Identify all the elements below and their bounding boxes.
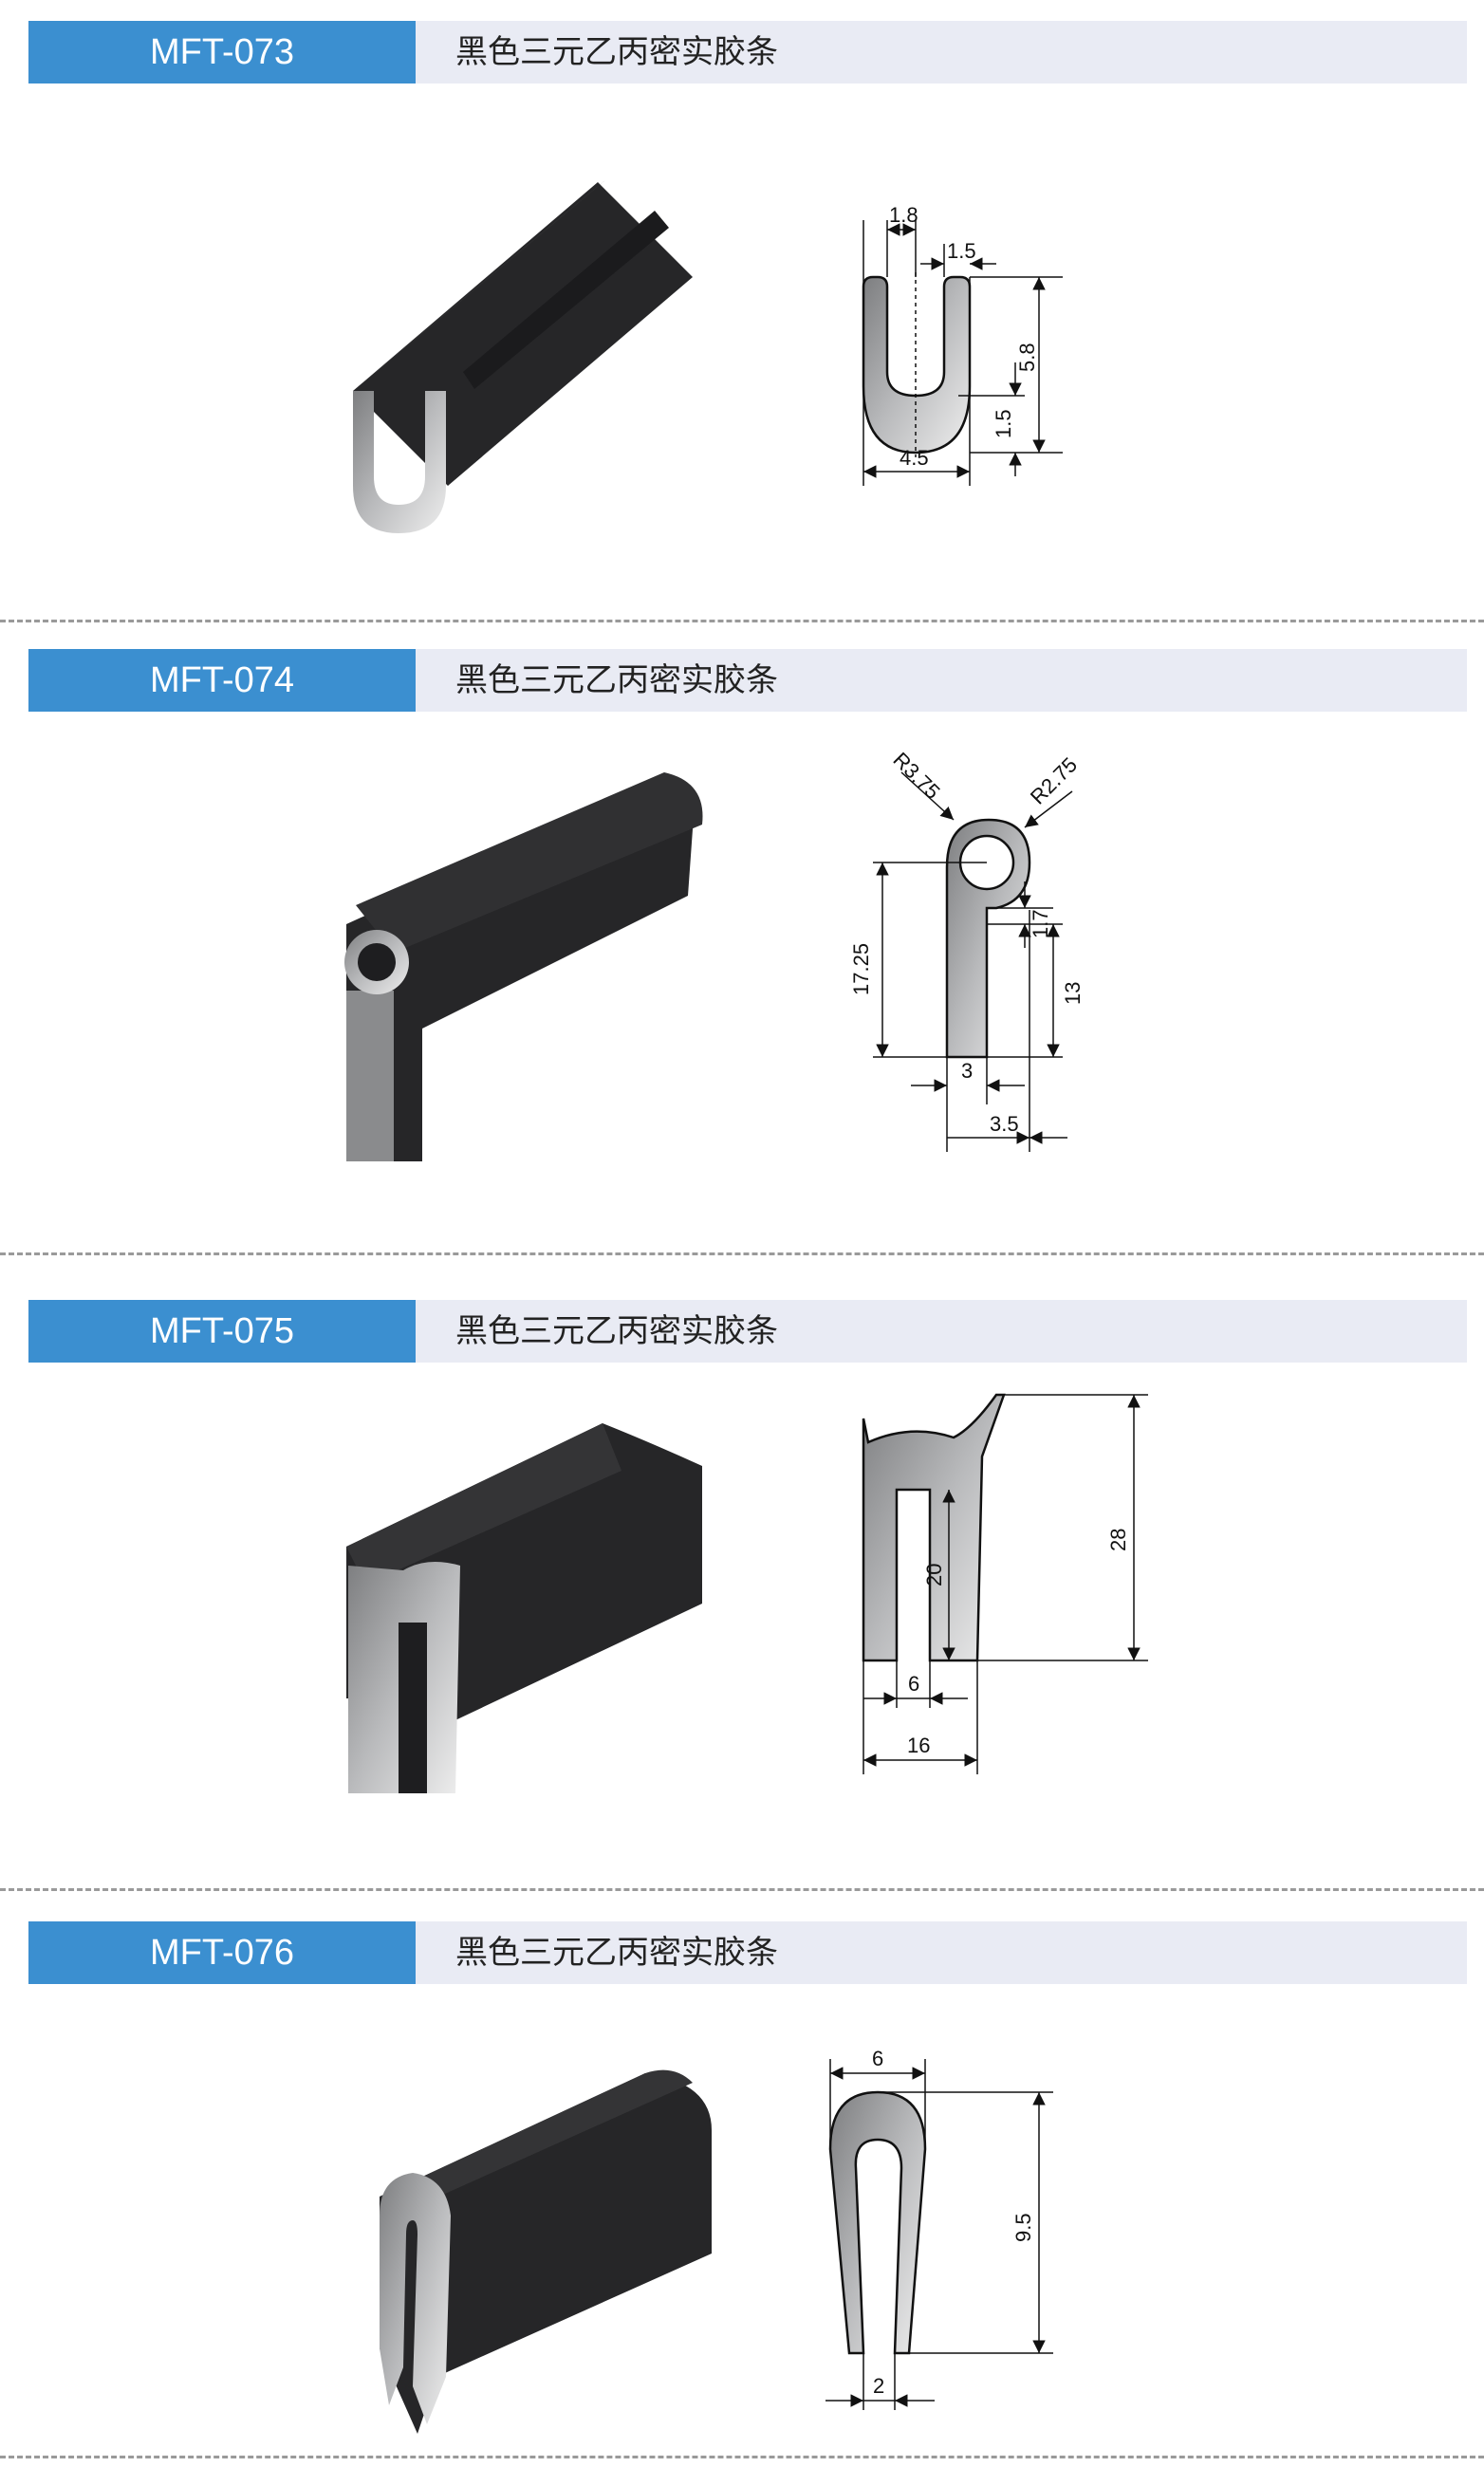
section-divider <box>0 1888 1484 1891</box>
dim-label: 6 <box>872 2047 883 2070</box>
product-3d-render <box>346 1423 702 1793</box>
dim-label: 28 <box>1106 1529 1130 1551</box>
dim-label: 16 <box>907 1734 930 1757</box>
dimension-drawing: 1.8 1.5 5.8 1.5 4.5 <box>862 203 1063 486</box>
section-divider <box>0 1252 1484 1255</box>
product-3d-render <box>353 180 693 533</box>
dim-label: 6 <box>908 1672 919 1696</box>
product-header: MFT-075 黑色三元乙丙密实胶条 <box>28 1300 1467 1363</box>
product-name: 黑色三元乙丙密实胶条 <box>455 661 778 699</box>
product-code: MFT-075 <box>28 1300 416 1363</box>
dim-label: 1.8 <box>889 203 918 227</box>
dim-label: 3 <box>961 1059 973 1083</box>
product-mft-075: MFT-075 黑色三元乙丙密实胶条 28 20 6 16 <box>0 1300 1484 1888</box>
dim-label: 9.5 <box>1011 2213 1035 2242</box>
dimension-drawing: R3.75 R2.75 17.25 1.7 13 3 3.5 <box>849 748 1085 1152</box>
dim-label: 5.8 <box>1015 343 1039 372</box>
product-mft-073: MFT-073 黑色三元乙丙密实胶条 1.8 1. <box>0 21 1484 609</box>
product-3d-render <box>344 772 703 1161</box>
product-3d-render <box>380 2069 712 2434</box>
product-mft-076: MFT-076 黑色三元乙丙密实胶条 6 9.5 2 <box>0 1921 1484 2453</box>
product-code: MFT-073 <box>28 21 416 83</box>
section-divider <box>0 620 1484 622</box>
dim-label: 1.5 <box>992 409 1015 438</box>
dim-label: 17.25 <box>849 943 873 995</box>
product-header: MFT-073 黑色三元乙丙密实胶条 <box>28 21 1467 83</box>
product-header: MFT-074 黑色三元乙丙密实胶条 <box>28 649 1467 712</box>
product-header: MFT-076 黑色三元乙丙密实胶条 <box>28 1921 1467 1984</box>
dim-label: 13 <box>1061 982 1085 1005</box>
dim-label: 20 <box>922 1564 946 1586</box>
dim-label: 2 <box>873 2374 884 2398</box>
product-code: MFT-076 <box>28 1921 416 1984</box>
dim-label: R3.75 <box>888 748 944 804</box>
product-mft-074: MFT-074 黑色三元乙丙密实胶条 <box>0 649 1484 1237</box>
product-code: MFT-074 <box>28 649 416 712</box>
dim-label: 3.5 <box>990 1112 1019 1136</box>
dim-label: 4.5 <box>900 446 929 470</box>
dimension-drawing: 6 9.5 2 <box>825 2047 1053 2410</box>
dim-label: 1.7 <box>1029 909 1052 938</box>
product-name: 黑色三元乙丙密实胶条 <box>455 1934 778 1972</box>
product-name: 黑色三元乙丙密实胶条 <box>455 33 778 71</box>
dimension-drawing: 28 20 6 16 <box>862 1393 1148 1774</box>
product-name: 黑色三元乙丙密实胶条 <box>455 1312 778 1350</box>
dim-label: 1.5 <box>947 239 976 263</box>
section-divider <box>0 2456 1484 2458</box>
dim-label: R2.75 <box>1026 752 1082 808</box>
